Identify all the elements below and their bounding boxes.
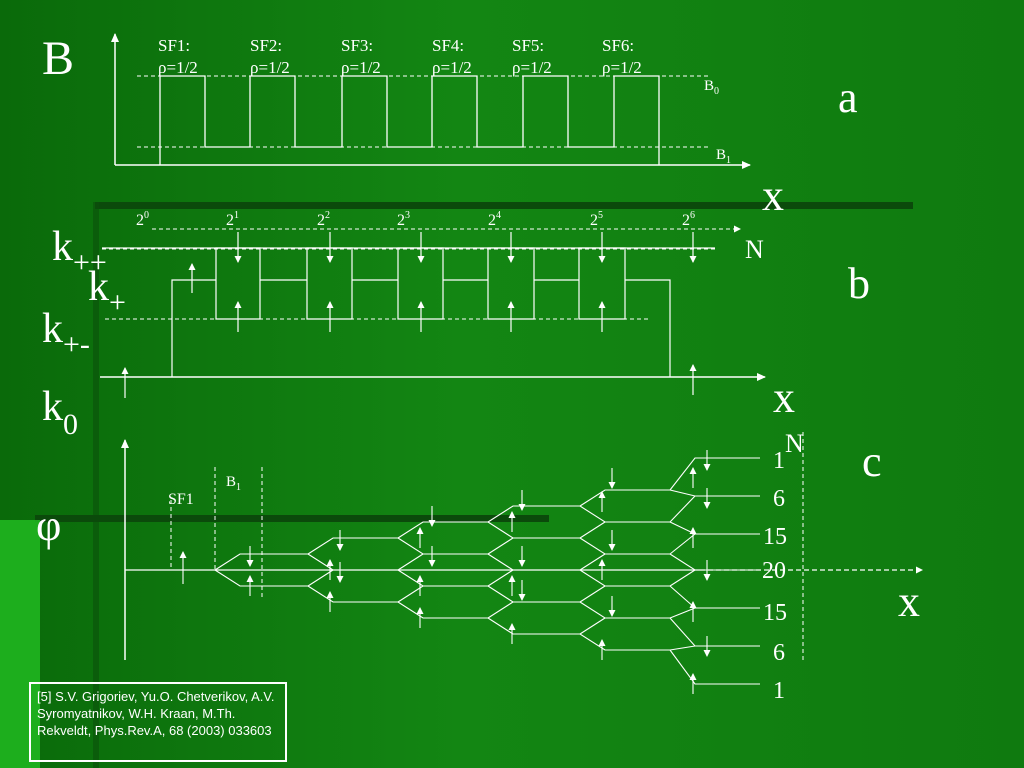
panel-letter-c: c: [862, 437, 882, 486]
sf2-rho: ρ=1/2: [250, 58, 290, 77]
k-plusminus-label: k+-: [42, 306, 90, 361]
n-label-b: N: [745, 235, 764, 264]
flipper-labels: SF1: ρ=1/2 SF2: ρ=1/2 SF3: ρ=1/2 SF4: ρ=…: [158, 36, 642, 77]
power-labels: 20 21 22 23 24 25 26: [136, 210, 695, 229]
field-profile: [159, 75, 660, 165]
b1-label-c: B1: [226, 474, 241, 493]
panel-b: k++ k+ k+- k0 20 21 22 23 24 25 26: [42, 210, 870, 441]
axis-label-x-a: x: [762, 171, 784, 220]
sf4-rho: ρ=1/2: [432, 58, 472, 77]
spin-arrows-b: [121, 232, 697, 398]
reference-citation: [5] S.V. Grigoriev, Yu.O. Chetverikov, A…: [29, 682, 287, 762]
level-B1-label: B1: [716, 147, 731, 166]
axis-label-x-b: x: [773, 373, 795, 422]
count-labels: 1 6 15 20 15 6 1: [762, 448, 787, 704]
count-1-top: 1: [773, 448, 785, 474]
count-6-top: 6: [773, 486, 785, 512]
sf6-rho: ρ=1/2: [602, 58, 642, 77]
count-15-bottom: 15: [763, 600, 787, 626]
split-tree: [214, 457, 760, 685]
power-2-2: 22: [317, 210, 330, 229]
count-1-bottom: 1: [773, 678, 785, 704]
branch-level-1: [214, 553, 308, 587]
sf1-rho: ρ=1/2: [158, 58, 198, 77]
branch-level-4: [487, 505, 580, 635]
count-20: 20: [762, 558, 786, 584]
sf1-label-c: SF1: [168, 491, 194, 508]
axis-label-phi: φ: [36, 501, 61, 550]
power-2-5: 25: [590, 210, 603, 229]
power-2-0: 20: [136, 210, 149, 229]
spin-arrows-c: [179, 450, 711, 694]
k-plus-label: k+: [88, 264, 126, 319]
count-6-bottom: 6: [773, 640, 785, 666]
sf5-rho: ρ=1/2: [512, 58, 552, 77]
sf4-label: SF4:: [432, 36, 464, 55]
branch-level-3: [397, 521, 488, 619]
power-2-1: 21: [226, 210, 239, 229]
power-2-3: 23: [397, 210, 410, 229]
dark-band-mid: [35, 515, 549, 522]
branch-level-2: [307, 537, 398, 603]
dark-band-vertical: [93, 202, 99, 768]
dark-band-top: [95, 202, 913, 209]
power-2-4: 24: [488, 210, 501, 229]
bright-band-left: [0, 520, 40, 768]
axis-label-x-c: x: [898, 577, 920, 626]
n-label-c: N: [785, 429, 804, 458]
sf5-label: SF5:: [512, 36, 544, 55]
power-2-6: 26: [682, 210, 695, 229]
sf6-label: SF6:: [602, 36, 634, 55]
k-zero-label: k0: [42, 384, 78, 441]
sf3-label: SF3:: [341, 36, 373, 55]
panel-letter-a: a: [838, 73, 858, 122]
panel-c: φ SF1 B1: [36, 429, 923, 704]
axis-label-B: B: [42, 32, 74, 85]
panel-a: B SF1: ρ=1/2 SF2: ρ=1/2 SF3: ρ=1/2 SF4: …: [42, 32, 858, 220]
k-plusplus-label: k++: [52, 224, 107, 279]
sf1-label: SF1:: [158, 36, 190, 55]
branch-level-5: [579, 489, 670, 651]
sf2-label: SF2:: [250, 36, 282, 55]
branch-level-6: [669, 457, 760, 685]
level-B0-label: B0: [704, 78, 719, 97]
sf3-rho: ρ=1/2: [341, 58, 381, 77]
panel-letter-b: b: [848, 259, 870, 308]
count-15-top: 15: [763, 524, 787, 550]
